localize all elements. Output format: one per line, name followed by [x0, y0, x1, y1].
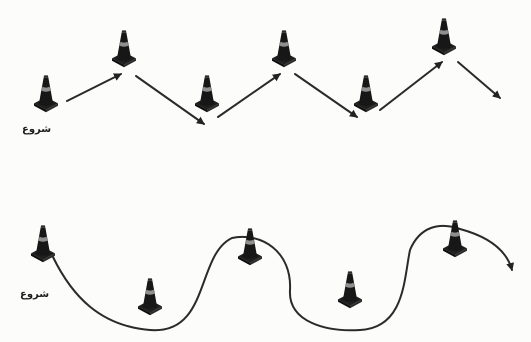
traffic-cone-icon [238, 228, 262, 265]
straight-zigzag-drill [34, 18, 500, 124]
arrow-segment [458, 62, 500, 98]
arrow-segment [136, 76, 204, 124]
start-label-top: شروع [22, 125, 51, 135]
traffic-cone-icon [195, 75, 219, 112]
traffic-cone-icon [272, 30, 296, 67]
start-label-bottom: شروع [20, 290, 49, 300]
traffic-cone-icon [354, 75, 378, 112]
traffic-cone-icon [338, 271, 362, 308]
traffic-cone-icon [112, 30, 136, 67]
arrow-segment [380, 62, 442, 110]
arrow-segment [295, 74, 357, 117]
traffic-cone-icon [31, 225, 55, 262]
straight-path-arrows [67, 62, 500, 124]
arrow-segment [218, 74, 280, 117]
traffic-cone-icon [34, 75, 58, 112]
curved-weave-drill [31, 220, 512, 330]
arrow-segment [67, 74, 121, 101]
traffic-cone-icon [138, 278, 162, 315]
traffic-cone-icon [432, 18, 456, 55]
curved-path-arrow [53, 226, 512, 330]
